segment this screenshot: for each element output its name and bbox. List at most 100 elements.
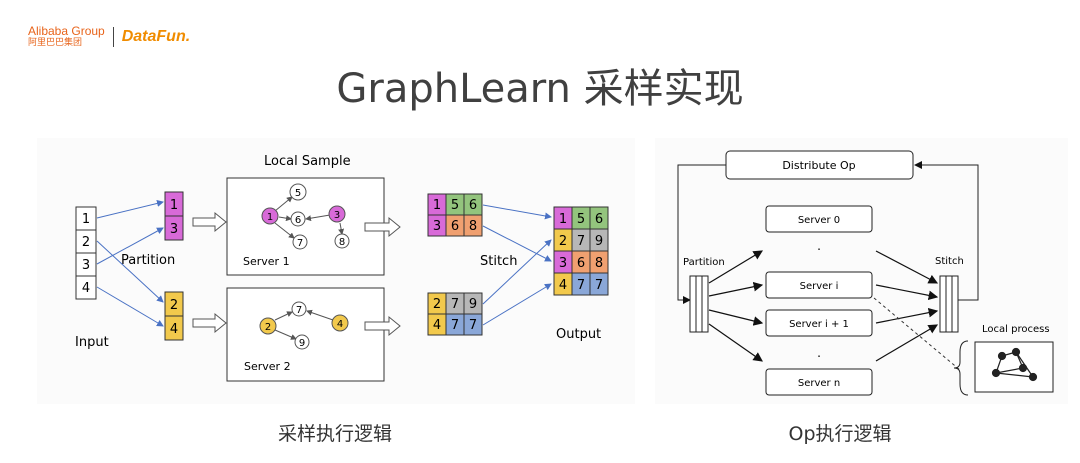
- sampling-diagram-panel: 1 2 3 4 Input 1 3 2 4 Partition Local Sa…: [37, 138, 635, 404]
- server-n-label: Server n: [798, 378, 840, 389]
- server-2-label: Server 2: [244, 360, 291, 373]
- partition-server-arrows: [708, 250, 764, 362]
- input-column: 1 2 3 4: [75, 206, 97, 300]
- caption-right: Op执行逻辑: [788, 423, 892, 445]
- server-stitch-arrows: [875, 250, 939, 362]
- op-execution-diagram: Distribute Op Partition Stitch Server 0 …: [677, 150, 1054, 396]
- graph-node: [289, 183, 307, 201]
- graph-node-label: 2: [265, 322, 271, 333]
- output-grid: 1 5 6 2 7 9 3 6 8 4 7 7: [553, 206, 609, 296]
- output-cell: 1: [559, 212, 567, 227]
- output-cell: 7: [595, 278, 603, 293]
- input-cell: 3: [82, 258, 90, 273]
- graph-node-label: 7: [296, 305, 302, 316]
- ellipsis: .: [817, 239, 821, 253]
- partition-label: Partition: [121, 253, 175, 268]
- local-process-label: Local process: [982, 324, 1050, 335]
- output-cell: 5: [577, 212, 585, 227]
- server-i1-box: [765, 309, 873, 337]
- partition-cell: 4: [170, 322, 178, 337]
- partition-block-1: 1 3: [164, 191, 184, 241]
- loop-right-line: [914, 161, 979, 301]
- output-cell: 2: [559, 234, 567, 249]
- server-2-edges: [274, 309, 334, 340]
- alibaba-logo: Alibaba Group 阿里巴巴集团: [28, 24, 105, 47]
- graph-node: [259, 317, 277, 335]
- server-2-box: [226, 287, 385, 382]
- caption-left: 采样执行逻辑: [277, 423, 392, 445]
- graph-node-label: 7: [297, 238, 303, 249]
- graph-node: [294, 334, 310, 350]
- server-i1-label: Server i + 1: [789, 319, 849, 330]
- server-0-box: [765, 205, 873, 233]
- stitch-output-arrows: [482, 204, 552, 326]
- stitch-cell: 3: [433, 219, 441, 234]
- partition-cell: 2: [170, 298, 178, 313]
- output-cell: 9: [595, 234, 603, 249]
- output-cell: 4: [559, 278, 567, 293]
- graph-node-label: 3: [334, 210, 340, 221]
- output-cell: 6: [595, 212, 603, 227]
- partition-cell: 1: [170, 198, 178, 213]
- stitch-cell: 6: [469, 198, 477, 213]
- logo-divider: [112, 27, 114, 47]
- graph-node: [290, 211, 306, 227]
- page-title: GraphLearn 采样实现: [336, 66, 744, 112]
- graph-node-label: 6: [295, 215, 301, 226]
- server-1-edges: [274, 196, 345, 239]
- graph-node: [334, 233, 350, 249]
- brace: [953, 340, 969, 396]
- hollow-arrow: [364, 216, 401, 238]
- sampling-diagram: 1 2 3 4 Input 1 3 2 4 Partition Local Sa…: [75, 154, 609, 382]
- input-partition-arrows: [96, 200, 164, 327]
- graph-node: [261, 207, 279, 225]
- stitch-block-bottom: 2 7 9 4 7 7: [427, 292, 483, 336]
- partition-block-2: 2 4: [164, 291, 184, 341]
- output-cell: 3: [559, 256, 567, 271]
- output-label: Output: [556, 327, 601, 342]
- stitch-cell: 5: [451, 198, 459, 213]
- hollow-arrow: [364, 315, 401, 337]
- stitch-label: Stitch: [935, 256, 964, 267]
- stitch-block-top: 1 5 6 3 6 8: [427, 193, 483, 237]
- partition-label: Partition: [683, 257, 725, 268]
- partition-cell: 3: [170, 222, 178, 237]
- logo-group: Alibaba Group 阿里巴巴集团 DataFun.: [28, 24, 191, 48]
- graph-node-label: 1: [267, 212, 273, 223]
- stitch-cell: 4: [433, 318, 441, 333]
- output-cell: 7: [577, 278, 585, 293]
- stitch-cell: 6: [451, 219, 459, 234]
- output-cell: 6: [577, 256, 585, 271]
- local-process-graph-icon: [991, 347, 1038, 382]
- ellipsis: .: [817, 346, 821, 360]
- stitch-cell: 7: [451, 318, 459, 333]
- hollow-arrow: [192, 312, 227, 334]
- graph-node-label: 5: [295, 188, 301, 199]
- local-sample-label: Local Sample: [264, 154, 351, 169]
- graph-node-label: 8: [339, 237, 345, 248]
- server-n-box: [765, 368, 873, 396]
- stitch-cell: 1: [433, 198, 441, 213]
- output-cell: 8: [595, 256, 603, 271]
- graph-node: [331, 314, 349, 332]
- stitch-cell: 2: [433, 297, 441, 312]
- graph-node-label: 9: [299, 338, 305, 349]
- server-i-box: [765, 271, 873, 299]
- graph-node: [292, 234, 308, 250]
- input-cell: 2: [82, 235, 90, 250]
- input-cell: 4: [82, 281, 90, 296]
- input-label: Input: [75, 335, 109, 350]
- datafun-logo: DataFun.: [121, 28, 191, 45]
- graph-node: [291, 301, 307, 317]
- stitch-cell: 9: [469, 297, 477, 312]
- distribute-op-label: Distribute Op: [782, 159, 855, 172]
- partition-bar: [689, 275, 709, 333]
- server-i-label: Server i: [800, 281, 839, 292]
- op-diagram-panel: Distribute Op Partition Stitch Server 0 …: [655, 138, 1068, 404]
- loop-left-line: [677, 164, 726, 304]
- server-1-label: Server 1: [243, 255, 290, 268]
- stitch-cell: 7: [451, 297, 459, 312]
- graph-node-label: 4: [337, 319, 343, 330]
- output-cell: 7: [577, 234, 585, 249]
- hollow-arrow: [192, 211, 227, 233]
